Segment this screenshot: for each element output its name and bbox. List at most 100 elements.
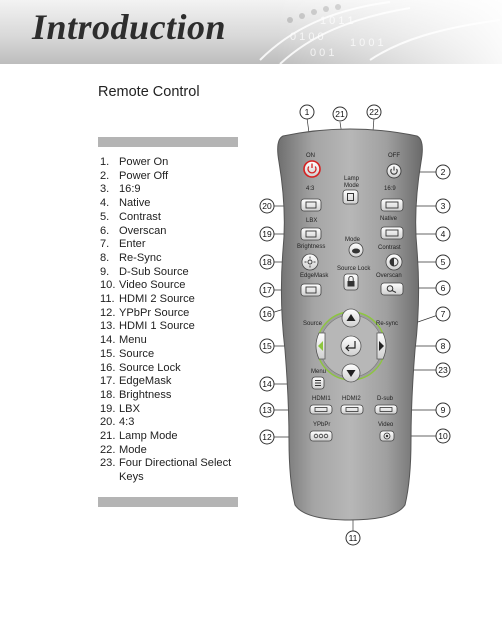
aspect-icon (385, 201, 399, 209)
callout-8: 8 (435, 338, 451, 354)
left-arrow-button[interactable] (315, 332, 326, 360)
svg-text:Menu: Menu (311, 369, 326, 375)
list-item-label: HDMI 1 Source (119, 320, 195, 333)
down-arrow-button[interactable] (341, 363, 361, 383)
triangle-left-icon (318, 341, 323, 351)
contrast-button[interactable]: Contrast (378, 245, 403, 271)
list-item: 11.HDMI 2 Source (100, 293, 250, 307)
lock-icon (347, 275, 355, 287)
page-header: 0 1 0 0 1 0 1 1 0 0 1 1 0 0 1 Introducti… (0, 0, 502, 64)
lbx-button[interactable]: LBX (300, 218, 322, 241)
mode-button[interactable]: Mode (345, 237, 364, 258)
enter-button[interactable] (340, 335, 362, 357)
up-arrow-button[interactable] (341, 308, 361, 328)
list-item: 2. Power Off (100, 170, 250, 184)
svg-text:ON: ON (306, 153, 315, 159)
edgemask-button[interactable]: EdgeMask (300, 273, 329, 297)
hdmi1-button[interactable]: HDMI1 (309, 396, 333, 415)
svg-text:23: 23 (438, 365, 448, 375)
callout-11: 11 (345, 530, 361, 546)
list-item: 13.HDMI 1 Source (100, 320, 250, 334)
dsub-button[interactable]: D-sub (374, 396, 398, 415)
list-item-label: Video Source (119, 279, 186, 292)
svg-text:Source Lock: Source Lock (337, 266, 371, 272)
svg-text:1: 1 (305, 107, 310, 117)
list-item-label: EdgeMask (119, 375, 172, 388)
hdmi2-button[interactable]: HDMI2 (340, 396, 364, 415)
list-item-number: 17. (100, 375, 116, 388)
list-item: 5.Contrast (100, 211, 250, 225)
power-on-button[interactable]: ON (303, 153, 321, 178)
list-item: 20.4:3 (100, 416, 250, 430)
svg-text:LBX: LBX (306, 218, 317, 224)
list-item-label: YPbPr Source (119, 306, 190, 319)
callout-18: 18 (259, 254, 275, 270)
mode-icon (352, 248, 360, 254)
svg-text:15: 15 (262, 341, 272, 351)
list-item-label: Enter (119, 238, 146, 251)
aspect-icon (305, 201, 317, 209)
list-item-number: 10. (100, 279, 116, 292)
overscan-button[interactable]: Overscan (376, 273, 404, 296)
aspect-16-9-button[interactable]: 16:9 (380, 186, 404, 212)
callout-19: 19 (259, 226, 275, 242)
callout-9: 9 (435, 402, 451, 418)
svg-text:10: 10 (438, 431, 448, 441)
list-item: 18.Brightness (100, 389, 250, 403)
list-item: 9.D-Sub Source (100, 266, 250, 280)
svg-text:19: 19 (262, 229, 272, 239)
list-item: 19.LBX (100, 403, 250, 417)
ypbpr-icon (313, 433, 329, 439)
list-item: 1.Power On (100, 156, 250, 170)
power-off-button[interactable]: OFF (386, 153, 402, 179)
svg-text:4: 4 (441, 229, 446, 239)
svg-text:6: 6 (441, 283, 446, 293)
list-item: 12.YPbPr Source (100, 307, 250, 321)
hdmi-icon (345, 407, 359, 412)
aspect-4-3-button[interactable]: 4:3 (300, 186, 322, 212)
svg-text:21: 21 (335, 109, 345, 119)
svg-text:16:9: 16:9 (384, 186, 396, 192)
source-label: Source (303, 321, 323, 327)
list-item-number: 21. (100, 430, 116, 443)
list-item-label: Power Off (119, 169, 169, 182)
list-item: 4.Native (100, 197, 250, 211)
hdmi-icon (314, 407, 328, 412)
list-item: 6.Overscan (100, 225, 250, 239)
ypbpr-button[interactable]: YPbPr (309, 422, 333, 442)
aspect-icon (305, 230, 317, 238)
right-arrow-button[interactable] (376, 332, 387, 360)
svg-text:5: 5 (441, 257, 446, 267)
svg-text:EdgeMask: EdgeMask (300, 273, 329, 279)
svg-text:13: 13 (262, 405, 272, 415)
svg-text:Overscan: Overscan (376, 273, 402, 279)
menu-button[interactable]: Menu (311, 369, 326, 390)
list-item-label: LBX (119, 402, 140, 415)
list-item-label: Source Lock (119, 361, 181, 374)
callout-15: 15 (259, 338, 275, 354)
brightness-button[interactable]: Brightness (297, 244, 325, 271)
video-button[interactable]: Video (378, 422, 395, 442)
list-item-label: 4:3 (119, 416, 135, 429)
list-item-label: HDMI 2 Source (119, 293, 195, 306)
svg-text:18: 18 (262, 257, 272, 267)
source-lock-button[interactable]: Source Lock (337, 266, 371, 291)
page-title: Introduction (32, 7, 227, 47)
svg-text:17: 17 (262, 285, 272, 295)
native-button[interactable]: Native (380, 216, 404, 240)
lamp-mode-button[interactable]: Lamp Mode (342, 176, 360, 205)
list-item-number: 2. (100, 169, 110, 182)
list-item: 22.Mode (100, 444, 250, 458)
brightness-icon (304, 256, 316, 268)
magnifier-icon (386, 285, 397, 293)
power-icon (390, 166, 398, 175)
list-item-label: Four Directional Select Keys (119, 457, 232, 484)
list-item-number: 4. (100, 197, 110, 210)
remote-control-diagram: ON OFF Lamp Mode 4:3 16:9 LBX Nati (259, 104, 451, 546)
list-item-number: 18. (100, 388, 116, 401)
triangle-down-icon (346, 370, 356, 377)
list-item-number: 14. (100, 334, 116, 347)
list-item-number: 15. (100, 347, 116, 360)
svg-text:20: 20 (262, 201, 272, 211)
list-item-label: Source (119, 347, 155, 360)
